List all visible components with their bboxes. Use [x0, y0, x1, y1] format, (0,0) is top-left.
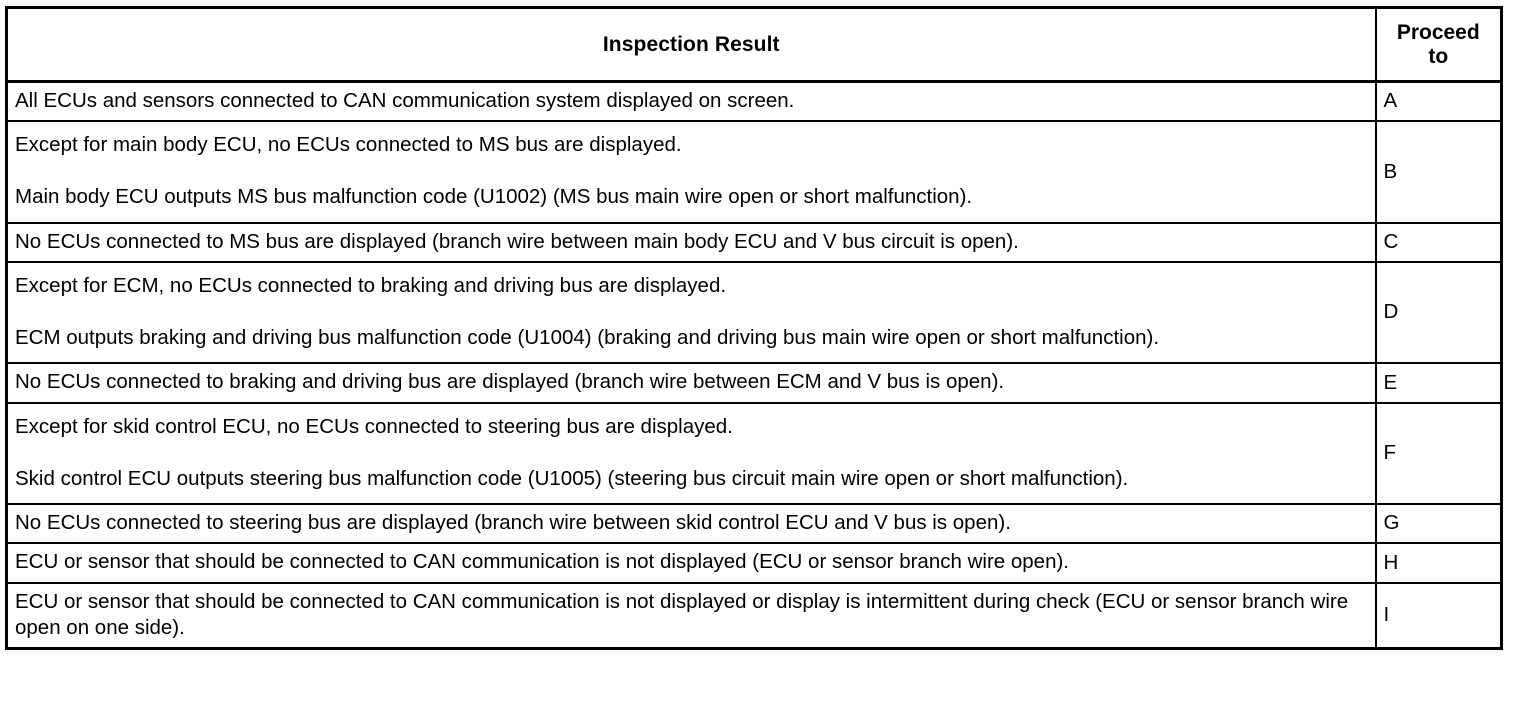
cell-inspection-result: Except for main body ECU, no ECUs connec… — [6, 120, 1377, 223]
cell-proceed-to: D — [1375, 260, 1502, 364]
result-paragraph: Main body ECU outputs MS bus malfunction… — [15, 185, 973, 209]
result-paragraph: No ECUs connected to braking and driving… — [15, 370, 1005, 394]
table-row: No ECUs connected to steering bus are di… — [6, 503, 1502, 544]
result-paragraph: All ECUs and sensors connected to CAN co… — [15, 89, 795, 112]
cell-proceed-to: H — [1375, 542, 1502, 583]
result-paragraph: Except for main body ECU, no ECUs connec… — [15, 133, 682, 157]
cell-proceed-to: I — [1375, 581, 1502, 649]
cell-proceed-to: F — [1375, 401, 1502, 505]
table-row: Except for ECM, no ECUs connected to bra… — [6, 260, 1502, 364]
column-header-inspection-result: Inspection Result — [6, 7, 1377, 83]
column-header-proceed-to: Proceed to — [1375, 7, 1502, 83]
cell-proceed-to: G — [1375, 503, 1502, 544]
table-body: All ECUs and sensors connected to CAN co… — [6, 81, 1502, 649]
result-paragraph: No ECUs connected to steering bus are di… — [15, 511, 1011, 535]
result-paragraph: ECM outputs braking and driving bus malf… — [15, 326, 1160, 350]
cell-proceed-to: B — [1375, 120, 1502, 223]
result-paragraph: Except for skid control ECU, no ECUs con… — [15, 414, 733, 438]
cell-proceed-to: E — [1375, 362, 1502, 403]
header-row: Inspection Result Proceed to — [6, 7, 1502, 83]
proceed-header-line2: to — [1428, 44, 1449, 68]
cell-inspection-result: Except for skid control ECU, no ECUs con… — [6, 401, 1377, 505]
table-row: Except for main body ECU, no ECUs connec… — [6, 120, 1502, 223]
table-row: All ECUs and sensors connected to CAN co… — [6, 81, 1502, 122]
cell-inspection-result: ECU or sensor that should be connected t… — [6, 542, 1377, 583]
inspection-result-table: Inspection Result Proceed to All ECUs an… — [5, 6, 1503, 651]
proceed-header-line1: Proceed — [1396, 20, 1480, 44]
result-paragraph: No ECUs connected to MS bus are displaye… — [15, 229, 1019, 253]
result-paragraph: Skid control ECU outputs steering bus ma… — [15, 466, 1129, 490]
table-header: Inspection Result Proceed to — [6, 7, 1502, 83]
table-row: No ECUs connected to MS bus are displaye… — [6, 221, 1502, 262]
table-row: ECU or sensor that should be connected t… — [6, 542, 1502, 583]
result-paragraph: ECU or sensor that should be connected t… — [15, 550, 1069, 574]
cell-inspection-result: No ECUs connected to braking and driving… — [6, 362, 1377, 403]
cell-inspection-result: All ECUs and sensors connected to CAN co… — [6, 81, 1377, 122]
result-paragraph: ECU or sensor that should be connected t… — [15, 589, 1349, 639]
table-row: Except for skid control ECU, no ECUs con… — [6, 401, 1502, 505]
cell-inspection-result: No ECUs connected to steering bus are di… — [6, 503, 1377, 544]
cell-proceed-to: C — [1375, 221, 1502, 262]
cell-inspection-result: ECU or sensor that should be connected t… — [6, 581, 1377, 649]
cell-proceed-to: A — [1383, 89, 1398, 113]
cell-inspection-result: Except for ECM, no ECUs connected to bra… — [6, 260, 1377, 364]
table-row: ECU or sensor that should be connected t… — [6, 581, 1502, 649]
cell-inspection-result: No ECUs connected to MS bus are displaye… — [6, 221, 1377, 262]
result-paragraph: Except for ECM, no ECUs connected to bra… — [15, 273, 727, 297]
table-row: No ECUs connected to braking and driving… — [6, 362, 1502, 403]
